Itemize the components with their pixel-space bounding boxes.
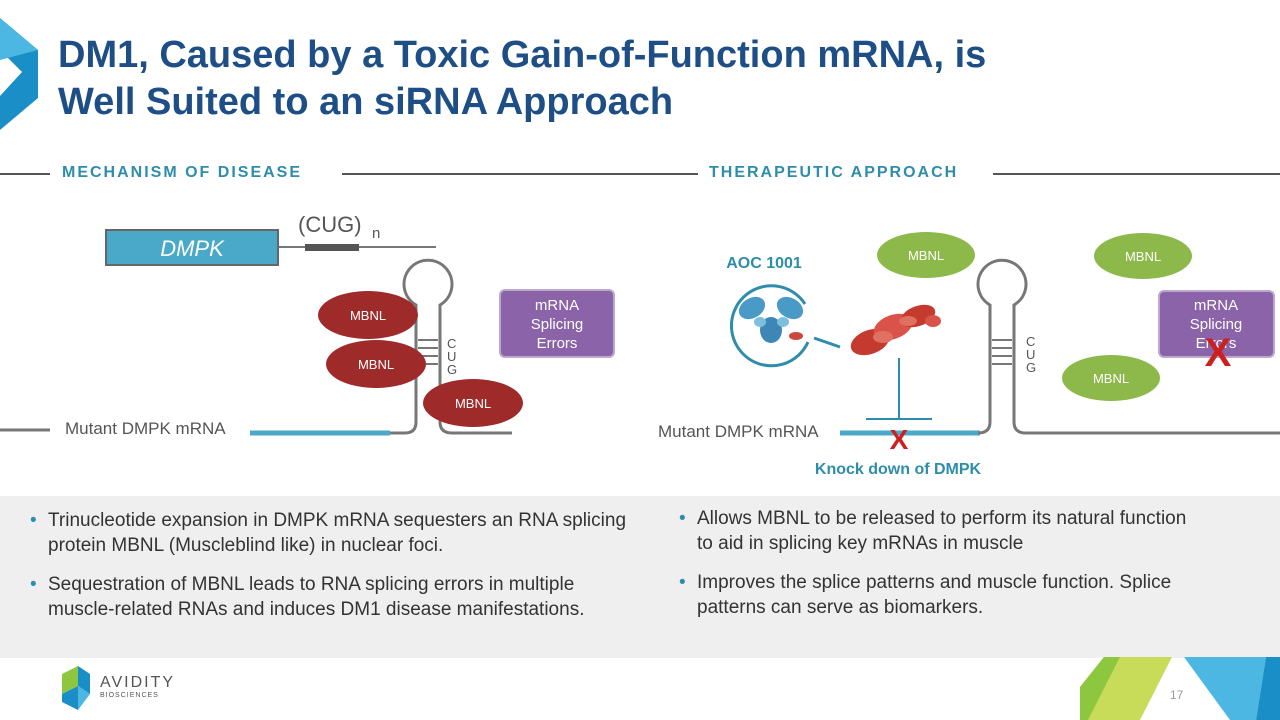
bullet-item: Improves the splice patterns and muscle … [679, 570, 1199, 620]
section-header-rules [0, 173, 1280, 175]
mbnl-label: MBNL [908, 248, 944, 263]
mbnl-sequestered-group: MBNL MBNL MBNL [318, 291, 523, 427]
therapeutic-header: THERAPEUTIC APPROACH [709, 164, 959, 181]
errors-line: mRNA [535, 297, 579, 314]
mbnl-bubble [1062, 355, 1160, 401]
mutant-mrna-right: Mutant DMPK mRNA C U G X [658, 258, 1280, 455]
dmpk-gene-box [105, 229, 279, 266]
knockdown-x-mark: X [890, 424, 909, 455]
slide-title: DM1, Caused by a Toxic Gain-of-Function … [58, 32, 1158, 126]
hairpin-right [976, 258, 1280, 435]
corner-decoration-bottom-right [1080, 657, 1280, 720]
errors-line: mRNA [1194, 297, 1238, 314]
splicing-errors-box-left: mRNA Splicing Errors [499, 289, 615, 358]
aoc-1001-label: AOC 1001 [726, 255, 802, 272]
mechanism-diagram: DMPK (CUG) n Mutant DMPK mRNA C U G MBNL… [0, 212, 1280, 478]
cug-letter-c: C [447, 336, 456, 351]
title-line-1: DM1, Caused by a Toxic Gain-of-Function … [58, 34, 987, 76]
mbnl-bubble [423, 379, 523, 427]
mbnl-bubble [326, 340, 426, 388]
bullet-item: Sequestration of MBNL leads to RNA splic… [30, 572, 645, 622]
mrna-label-left: Mutant DMPK mRNA [65, 419, 226, 438]
cug-letter-g: G [447, 362, 457, 377]
cug-label: (CUG) [298, 212, 362, 237]
cug-letter-u: U [1026, 347, 1035, 362]
antibody-icon [729, 284, 841, 368]
bullet-item: Allows MBNL to be released to perform it… [679, 506, 1199, 556]
cug-letter-u: U [447, 349, 456, 364]
mbnl-bubble [1094, 233, 1192, 279]
knockdown-label: Knock down of DMPK [815, 461, 982, 478]
bullets-right: Allows MBNL to be released to perform it… [679, 506, 1199, 634]
mechanism-header: MECHANISM OF DISEASE [62, 164, 303, 181]
errors-line: Splicing [1190, 316, 1243, 333]
avidity-logo-icon [62, 666, 90, 710]
sirna-molecule-icon [850, 304, 941, 356]
knockdown-inhibitor [866, 358, 932, 420]
mutant-mrna-left: Mutant DMPK mRNA C U G [0, 258, 512, 438]
mbnl-label: MBNL [1125, 249, 1161, 264]
mbnl-label: MBNL [358, 357, 394, 372]
hairpin-left [390, 258, 512, 435]
cug-letter-c: C [1026, 334, 1035, 349]
errors-x-mark: X [1205, 331, 1232, 375]
mbnl-bubble [877, 232, 975, 278]
logo-name: AVIDITY [100, 674, 176, 691]
title-line-2: Well Suited to an siRNA Approach [58, 81, 674, 123]
dmpk-gene-label: DMPK [160, 236, 225, 261]
mbnl-label: MBNL [350, 308, 386, 323]
mrna-label-right: Mutant DMPK mRNA [658, 422, 819, 441]
mbnl-free-group: MBNL MBNL MBNL [877, 232, 1192, 401]
corner-decoration-top-left [0, 18, 38, 130]
logo-sub: BIOSCIENCES [100, 692, 159, 699]
mbnl-bubble [318, 291, 418, 339]
errors-line: Splicing [531, 316, 584, 333]
splicing-errors-box-right: mRNA Splicing Errors X [1158, 290, 1275, 375]
cug-letter-g: G [1026, 360, 1036, 375]
cug-repeat-segment [305, 244, 359, 251]
errors-line: Errors [1196, 335, 1237, 352]
cug-subscript: n [372, 225, 380, 242]
mbnl-label: MBNL [1093, 371, 1129, 386]
errors-line: Errors [537, 335, 578, 352]
dmpk-gene: DMPK (CUG) n [105, 212, 436, 266]
bullets-left: Trinucleotide expansion in DMPK mRNA seq… [30, 508, 645, 636]
avidity-logo: AVIDITY BIOSCIENCES [58, 664, 198, 714]
page-number: 17 [1170, 688, 1184, 702]
mbnl-label: MBNL [455, 396, 491, 411]
bullet-item: Trinucleotide expansion in DMPK mRNA seq… [30, 508, 645, 558]
